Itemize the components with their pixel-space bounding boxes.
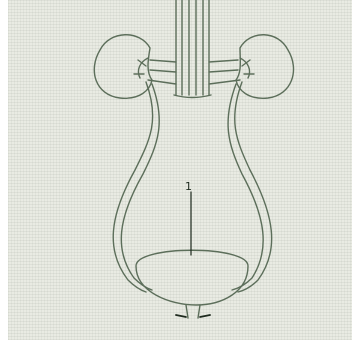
right-ureter	[228, 82, 272, 292]
bladder-icon	[136, 250, 248, 318]
left-ureter	[113, 82, 159, 292]
right-kidney-icon	[209, 35, 294, 99]
left-kidney-icon	[94, 35, 176, 99]
great-vessels	[174, 0, 211, 98]
label-1: 1	[185, 180, 192, 193]
sphincter-marks	[176, 315, 210, 317]
